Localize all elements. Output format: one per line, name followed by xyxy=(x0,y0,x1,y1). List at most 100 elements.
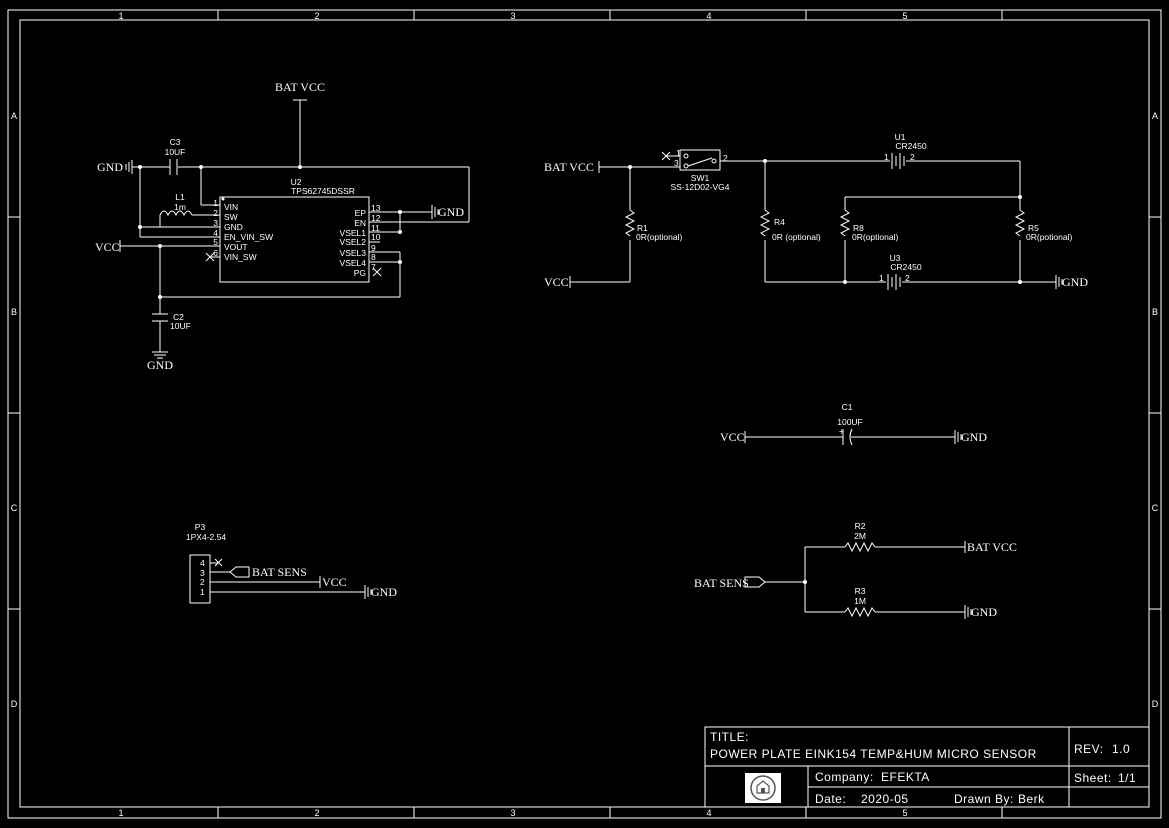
battery-u3[interactable]: U3 CR2450 1 2 xyxy=(879,253,922,292)
svg-text:2: 2 xyxy=(213,208,218,218)
resistor-r2[interactable]: R2 2M xyxy=(844,521,876,553)
resistor-r4[interactable]: R4 0R (optional) xyxy=(759,161,821,282)
u2-ref: U2 xyxy=(291,177,302,187)
u2-pin-pg: PG xyxy=(354,268,366,278)
row-label-left: A xyxy=(11,111,17,121)
title-label: TITLE: xyxy=(710,730,749,744)
frame-row-labels: A B C D A B C D xyxy=(11,111,1159,709)
u2-pin-vout: VOUT xyxy=(224,242,248,252)
col-label-bottom: 4 xyxy=(706,808,711,818)
svg-text:1: 1 xyxy=(676,148,681,158)
svg-text:11: 11 xyxy=(371,223,380,233)
r3-value: 1M xyxy=(854,596,866,606)
gnd-symbol-battery: GND xyxy=(1055,275,1088,289)
r1-ref: R1 xyxy=(637,223,648,233)
ic-u2[interactable]: U2 TPS62745DSSR 1 VIN 2 SW 3 GND 4 EN_VI… xyxy=(213,177,381,283)
capacitor-c2[interactable]: C2 10UF xyxy=(152,312,191,352)
svg-text:12: 12 xyxy=(371,213,381,223)
p3-value: 1PX4-2.54 xyxy=(186,532,226,542)
svg-text:3: 3 xyxy=(674,158,679,168)
col-label-bottom: 2 xyxy=(314,808,319,818)
net-label-vcc: VCC xyxy=(720,430,745,444)
resistor-r8[interactable]: R8 0R(optional) xyxy=(839,197,898,282)
capacitor-c1[interactable]: C1 100UF + xyxy=(837,402,863,446)
c1-section: VCC C1 100UF + GND xyxy=(720,402,987,446)
col-label-bottom: 5 xyxy=(902,808,907,818)
r3-ref: R3 xyxy=(855,586,866,596)
col-label-top: 3 xyxy=(510,11,515,21)
svg-text:7: 7 xyxy=(371,262,376,272)
row-label-right: B xyxy=(1152,307,1158,317)
col-label-top: 4 xyxy=(706,11,711,21)
svg-text:1: 1 xyxy=(200,587,205,597)
c2-ref: C2 xyxy=(173,312,184,322)
company-value: EFEKTA xyxy=(881,770,930,784)
r8-ref: R8 xyxy=(853,223,864,233)
svg-text:9: 9 xyxy=(371,243,376,253)
u2-section: BAT VCC C3 10UF GND L1 xyxy=(95,80,470,372)
svg-text:3: 3 xyxy=(200,568,205,578)
u2-pin-en: EN xyxy=(354,218,366,228)
resistor-r5[interactable]: R5 0R(potional) xyxy=(1014,197,1072,282)
u2-pin-vsel3: VSEL3 xyxy=(340,248,367,258)
row-label-left: D xyxy=(11,699,18,709)
net-label-gnd: GND xyxy=(961,430,987,444)
u3-ref: U3 xyxy=(890,253,901,263)
u2-pin-vin-sw: VIN_SW xyxy=(224,252,257,262)
net-label-vcc: VCC xyxy=(95,240,120,254)
gnd-symbol-p3: GND xyxy=(364,585,397,599)
svg-text:6: 6 xyxy=(213,248,218,258)
u2-pin-gnd: GND xyxy=(224,222,243,232)
svg-text:+: + xyxy=(839,426,844,436)
l1-ref: L1 xyxy=(175,192,185,202)
svg-text:1: 1 xyxy=(884,152,889,162)
battery-u1[interactable]: U1 CR2450 1 2 xyxy=(884,132,927,170)
col-label-top: 1 xyxy=(118,11,123,21)
u2-pin-sw: SW xyxy=(224,212,238,222)
company-logo-icon xyxy=(745,773,781,803)
company-label: Company: xyxy=(815,770,874,784)
r2-ref: R2 xyxy=(855,521,866,531)
gnd-symbol-r3: GND xyxy=(964,605,997,619)
c2-value: 10UF xyxy=(170,321,191,331)
u1-value: CR2450 xyxy=(895,141,926,151)
sw1-value: SS-12D02-VG4 xyxy=(670,182,729,192)
svg-text:10: 10 xyxy=(371,232,381,242)
u1-ref: U1 xyxy=(895,132,906,142)
p3-section: P3 1PX4-2.54 4 3 2 1 BAT SENS VCC GND xyxy=(186,522,397,604)
resistor-r1[interactable]: R1 0R(optional) xyxy=(624,167,682,282)
net-label-bat-vcc: BAT VCC xyxy=(544,160,594,174)
svg-text:5: 5 xyxy=(213,237,218,247)
r4-ref: R4 xyxy=(774,217,785,227)
date-value: 2020-05 xyxy=(861,792,909,806)
r4-value: 0R (optional) xyxy=(772,232,821,242)
net-label-gnd: GND xyxy=(147,358,173,372)
col-label-bottom: 1 xyxy=(118,808,123,818)
row-label-left: B xyxy=(11,307,17,317)
date-label: Date: xyxy=(815,792,846,806)
title-block: TITLE: POWER PLATE EINK154 TEMP&HUM MICR… xyxy=(704,726,1150,808)
drawn-by-value: Berk xyxy=(1018,792,1045,806)
title-text: POWER PLATE EINK154 TEMP&HUM MICRO SENSO… xyxy=(710,747,1037,761)
c1-value: 100UF xyxy=(837,417,863,427)
connector-p3[interactable]: P3 1PX4-2.54 4 3 2 1 xyxy=(186,522,226,604)
switch-sw1[interactable]: 1 3 2 SW1 SS-12D02-VG4 xyxy=(670,148,729,192)
resistor-r3[interactable]: R3 1M xyxy=(844,586,876,618)
row-label-right: A xyxy=(1152,111,1158,121)
svg-text:3: 3 xyxy=(213,218,218,228)
net-label-bat-sens: BAT SENS xyxy=(694,576,749,590)
capacitor-c3[interactable]: C3 10UF xyxy=(165,137,186,175)
row-label-left: C xyxy=(11,503,18,513)
inductor-l1[interactable]: L1 1m xyxy=(159,192,220,227)
l1-value: 1m xyxy=(174,202,186,212)
u2-pin-en-vin-sw: EN_VIN_SW xyxy=(224,232,273,242)
net-label-bat-vcc: BAT VCC xyxy=(967,540,1017,554)
net-label-bat-sens: BAT SENS xyxy=(252,565,307,579)
r2-value: 2M xyxy=(854,531,866,541)
c3-value: 10UF xyxy=(165,147,186,157)
u2-pin-vsel1: VSEL1 xyxy=(340,228,367,238)
net-label-gnd: GND xyxy=(371,585,397,599)
svg-text:1: 1 xyxy=(213,198,218,208)
divider-section: BAT SENS R2 2M BAT VCC R3 1M GND xyxy=(694,521,1017,619)
svg-text:4: 4 xyxy=(200,558,205,568)
